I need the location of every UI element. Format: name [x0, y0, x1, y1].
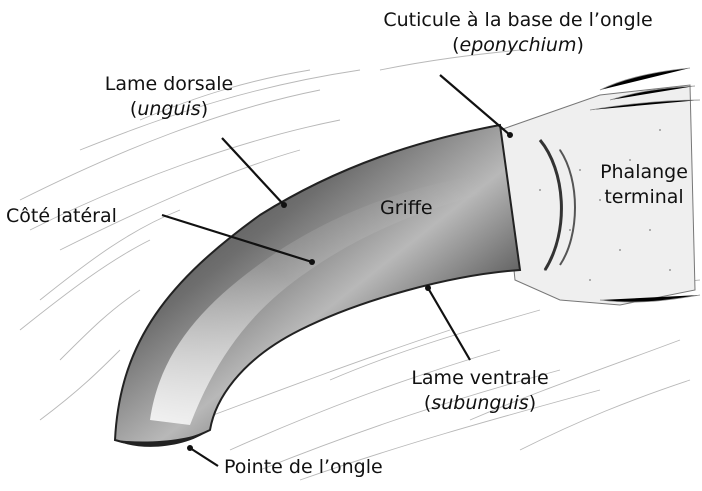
leader-ventral: [428, 288, 470, 360]
leader-eponychium: [440, 75, 510, 135]
leader-dorsal: [222, 138, 284, 205]
label-dorsal: Lame dorsale (unguis): [104, 72, 234, 122]
label-lateral: Côté latéral: [6, 204, 117, 229]
label-ventral: Lame ventrale (subunguis): [380, 366, 580, 416]
label-ventral-latin: subunguis: [431, 392, 528, 414]
label-eponychium-latin: eponychium: [460, 34, 577, 56]
label-dorsal-line1: Lame dorsale: [104, 72, 234, 97]
label-eponychium: Cuticule à la base de l’ongle (eponychiu…: [338, 8, 698, 58]
label-claw: Griffe: [380, 196, 433, 221]
label-eponychium-line1: Cuticule à la base de l’ongle: [338, 8, 698, 33]
leader-tip: [190, 448, 218, 466]
label-dorsal-latin: unguis: [137, 98, 200, 120]
label-phalanx: Phalange terminal: [588, 160, 700, 210]
label-tip: Pointe de l’ongle: [224, 455, 383, 480]
